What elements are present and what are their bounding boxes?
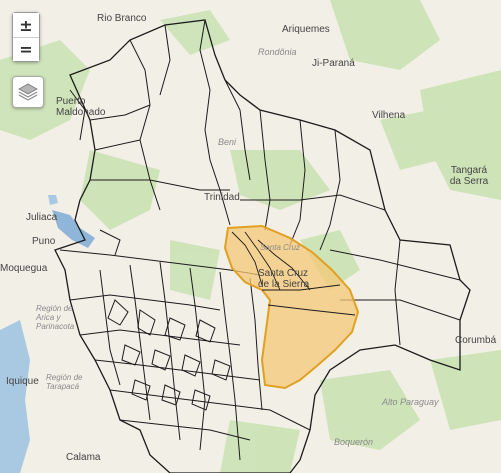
zoom-control: ± = bbox=[12, 12, 40, 62]
label-boqueron: Boquerón bbox=[334, 437, 374, 447]
label-iquique: Iquique bbox=[6, 376, 39, 387]
outer-boundary bbox=[54, 19, 471, 473]
label-corumba: Corumbá bbox=[455, 335, 497, 346]
admin-boundaries bbox=[59, 19, 461, 461]
label-puno: Puno bbox=[32, 236, 56, 247]
label-santa-cruz-dept: Santa Cruz bbox=[260, 243, 301, 252]
label-rio-branco: Rio Branco bbox=[97, 13, 147, 24]
label-region-arica: Región de Arica y Parinacota bbox=[36, 304, 75, 331]
highlight-internal-boundaries bbox=[231, 231, 356, 316]
label-rondonia: Rondônia bbox=[258, 47, 297, 57]
label-ji-parana: Ji-Paraná bbox=[312, 58, 355, 69]
layers-button[interactable] bbox=[12, 76, 44, 108]
label-trinidad: Trinidad bbox=[204, 192, 240, 203]
zoom-out-button[interactable]: = bbox=[13, 37, 39, 61]
label-calama: Calama bbox=[66, 452, 101, 463]
zoom-in-button[interactable]: ± bbox=[13, 13, 39, 37]
label-ariquemes: Ariquemes bbox=[282, 24, 330, 35]
label-vilhena: Vilhena bbox=[372, 110, 406, 121]
ocean-area bbox=[0, 320, 30, 473]
label-region-tarapaca: Región de Tarapacá bbox=[46, 373, 83, 391]
label-beni: Beni bbox=[218, 137, 237, 147]
label-puerto-maldonado: Puerto Maldonado bbox=[56, 96, 106, 118]
highlighted-region bbox=[223, 224, 360, 390]
label-santa-cruz: Santa Cruz de la Sierra bbox=[258, 268, 310, 290]
layers-icon bbox=[18, 83, 38, 101]
label-alto-paraguay: Alto Paraguay bbox=[382, 397, 439, 407]
label-moquegua: Moquegua bbox=[0, 263, 48, 274]
label-tangara: Tangará da Serra bbox=[449, 165, 489, 187]
label-juliaca: Juliaca bbox=[26, 212, 58, 223]
